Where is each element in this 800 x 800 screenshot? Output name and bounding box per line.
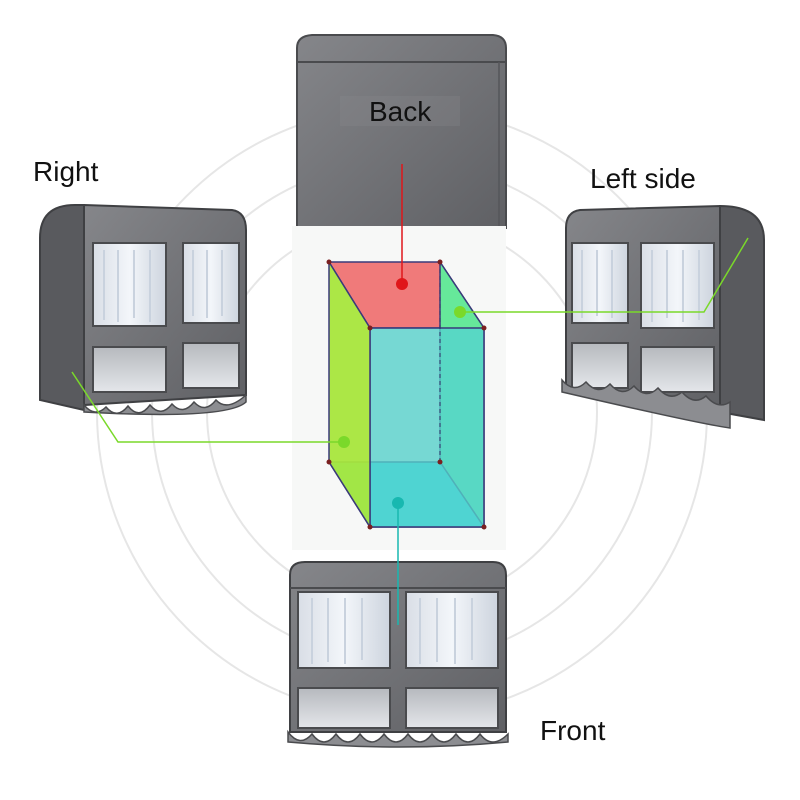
label-right: Right xyxy=(33,156,99,187)
right-view-image xyxy=(39,203,247,416)
label-left-side: Left side xyxy=(590,163,696,194)
left-view-image xyxy=(561,204,765,429)
back-marker xyxy=(396,278,408,290)
connector-lines xyxy=(71,164,749,625)
label-back: Back xyxy=(369,96,432,127)
front-marker xyxy=(392,497,404,509)
box-vertices xyxy=(326,259,487,530)
box-front-face xyxy=(369,327,485,528)
front-view-image xyxy=(287,561,509,748)
left-side-marker xyxy=(454,306,466,318)
right-connector xyxy=(71,371,344,443)
left-side-connector xyxy=(460,237,749,313)
back-view-image xyxy=(296,34,507,229)
label-front: Front xyxy=(540,715,606,746)
right-marker xyxy=(338,436,350,448)
